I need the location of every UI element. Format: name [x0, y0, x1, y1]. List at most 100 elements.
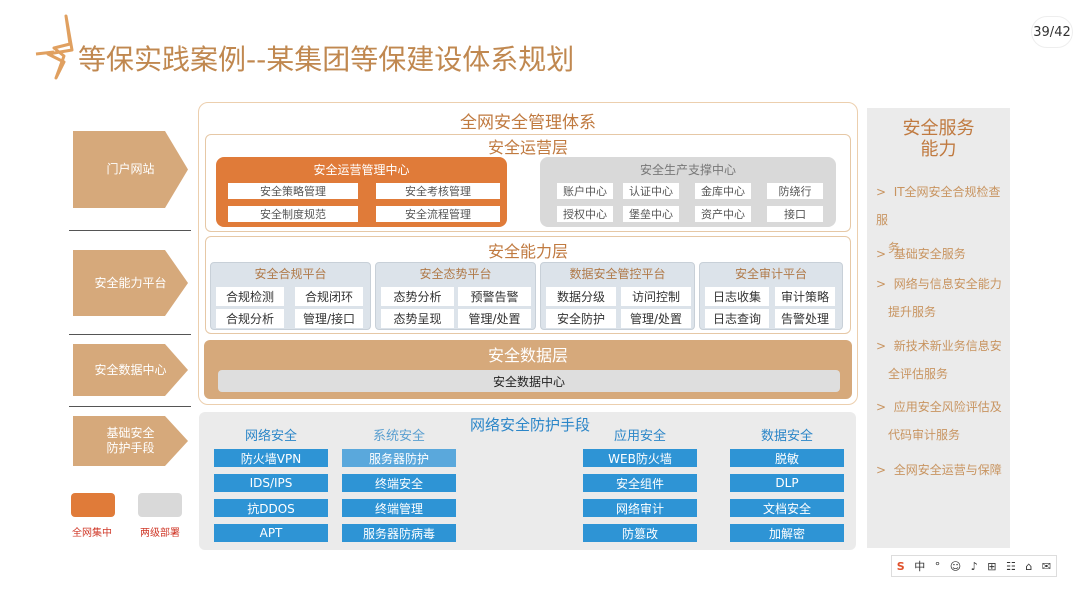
service-panel-title-1: 安全服务: [902, 118, 975, 139]
platform-item[interactable]: 态势呈现: [381, 309, 454, 328]
platform-item[interactable]: 数据分级: [546, 287, 616, 306]
ime-voice-icon[interactable]: ♪: [970, 559, 978, 573]
prod-item[interactable]: 接口: [767, 206, 823, 222]
legend-central-swatch: [71, 493, 115, 517]
service-item: > 应用安全风险评估及 代码审计服务: [876, 393, 1010, 449]
ime-punct-icon[interactable]: °: [934, 559, 941, 573]
legend-two-level-swatch: [138, 493, 182, 517]
defense-item[interactable]: 安全组件: [583, 474, 697, 492]
star-logo-icon: [35, 14, 74, 80]
service-bullet: >: [876, 277, 894, 291]
defense-item[interactable]: 抗DDOS: [214, 499, 328, 517]
ime-keyboard-icon[interactable]: ⊞: [987, 559, 997, 573]
ops-layer-title: 安全运营层: [487, 138, 568, 157]
prod-item[interactable]: 资产中心: [695, 206, 751, 222]
service-panel-title-2: 能力: [920, 139, 957, 160]
ime-logo-icon[interactable]: S: [896, 559, 905, 573]
prod-item[interactable]: 堡垒中心: [623, 206, 679, 222]
service-line1: IT全网安全合规检查服: [876, 185, 1001, 227]
ime-chinese-icon[interactable]: 中: [914, 560, 926, 573]
service-bullet: >: [876, 339, 894, 353]
defense-item[interactable]: 防火墙VPN: [214, 449, 328, 467]
defense-item[interactable]: 服务器防护: [342, 449, 456, 467]
service-line1: 新技术新业务信息安: [893, 339, 1002, 353]
platform-item[interactable]: 管理/处置: [458, 309, 531, 328]
platform-item[interactable]: 预警告警: [458, 287, 531, 306]
platform-data-security-title: 数据安全管控平台: [569, 266, 666, 281]
defense-item[interactable]: 防篡改: [583, 524, 697, 542]
nav-data-center-label: 安全数据中心: [94, 362, 167, 377]
prod-item[interactable]: 金库中心: [695, 183, 751, 199]
nav-portal-label: 门户网站: [106, 162, 155, 176]
service-bullet: >: [876, 247, 894, 261]
defense-item[interactable]: 服务器防病毒: [342, 524, 456, 542]
service-line2: 务: [888, 241, 901, 255]
data-center-bar[interactable]: 安全数据中心: [218, 370, 840, 392]
ops-item-process[interactable]: 安全流程管理: [376, 206, 500, 222]
defense-item[interactable]: 文档安全: [730, 499, 844, 517]
service-line1: 应用安全风险评估及: [893, 400, 1002, 414]
separator: [69, 334, 191, 335]
defense-title: 网络安全防护手段: [469, 415, 590, 434]
ime-toolbar[interactable]: S 中 ° ☺ ♪ ⊞ ☷ ⌂ ✉: [891, 555, 1057, 577]
platform-compliance-title: 安全合规平台: [254, 266, 327, 281]
ime-menu-icon[interactable]: ☷: [1006, 559, 1016, 573]
platform-item[interactable]: 管理/处置: [621, 309, 691, 328]
platform-item[interactable]: 访问控制: [621, 287, 691, 306]
service-line2: 提升服务: [888, 305, 937, 319]
legend-central-label: 全网集中: [72, 528, 112, 539]
defense-item[interactable]: DLP: [730, 474, 844, 492]
defense-item[interactable]: 脱敏: [730, 449, 844, 467]
ime-skin-icon[interactable]: ⌂: [1025, 559, 1033, 573]
defense-item[interactable]: WEB防火墙: [583, 449, 697, 467]
ops-center-title: 安全运营管理中心: [313, 162, 410, 177]
platform-item[interactable]: 日志收集: [705, 287, 769, 306]
defense-col-network-title: 网络安全: [244, 428, 297, 444]
capability-layer-title: 安全能力层: [487, 242, 568, 261]
prod-item[interactable]: 账户中心: [557, 183, 613, 199]
service-line2: 代码审计服务: [888, 428, 961, 442]
ime-mail-icon[interactable]: ✉: [1041, 559, 1052, 573]
page-number: 39/42: [1031, 16, 1073, 48]
platform-item[interactable]: 合规检测: [216, 287, 284, 306]
prod-item[interactable]: 认证中心: [623, 183, 679, 199]
platform-item[interactable]: 安全防护: [546, 309, 616, 328]
nav-basic-defense-label-2: 防护手段: [106, 441, 155, 455]
defense-col-application-title: 应用安全: [613, 428, 666, 444]
ime-emoji-icon[interactable]: ☺: [949, 559, 962, 573]
platform-item[interactable]: 日志查询: [705, 309, 769, 328]
production-center-title: 安全生产支撑中心: [639, 162, 736, 177]
platform-item[interactable]: 合规分析: [216, 309, 284, 328]
ops-item-regulation[interactable]: 安全制度规范: [228, 206, 358, 222]
prod-item[interactable]: 授权中心: [557, 206, 613, 222]
defense-col-system-title: 系统安全: [372, 428, 425, 444]
defense-item[interactable]: 终端安全: [342, 474, 456, 492]
nav-data-center[interactable]: 安全数据中心: [73, 344, 188, 396]
platform-item[interactable]: 告警处理: [775, 309, 835, 328]
service-line1: 基础安全服务: [893, 247, 966, 261]
service-item: > 基础安全服务: [876, 240, 1010, 268]
prod-item[interactable]: 防绕行: [767, 183, 823, 199]
defense-item[interactable]: 终端管理: [342, 499, 456, 517]
platform-item[interactable]: 合规闭环: [295, 287, 363, 306]
platform-situation-title: 安全态势平台: [419, 266, 492, 281]
service-line1: 网络与信息安全能力: [893, 277, 1002, 291]
data-layer-title: 安全数据层: [487, 346, 568, 365]
defense-item[interactable]: IDS/IPS: [214, 474, 328, 492]
platform-item[interactable]: 管理/接口: [295, 309, 363, 328]
ops-item-policy[interactable]: 安全策略管理: [228, 183, 358, 199]
nav-basic-defense-label-1: 基础安全: [106, 426, 155, 440]
defense-item[interactable]: APT: [214, 524, 328, 542]
platform-item[interactable]: 态势分析: [381, 287, 454, 306]
ops-item-assessment[interactable]: 安全考核管理: [376, 183, 500, 199]
nav-portal[interactable]: 门户网站: [73, 131, 188, 208]
separator: [69, 406, 191, 407]
service-panel: [867, 108, 1010, 548]
service-bullet: >: [876, 400, 894, 414]
nav-capability-platform[interactable]: 安全能力平台: [73, 250, 188, 316]
nav-basic-defense[interactable]: 基础安全 防护手段: [73, 416, 188, 466]
defense-item[interactable]: 网络审计: [583, 499, 697, 517]
platform-item[interactable]: 审计策略: [775, 287, 835, 306]
service-item: > 网络与信息安全能力 提升服务: [876, 270, 1010, 326]
defense-item[interactable]: 加解密: [730, 524, 844, 542]
